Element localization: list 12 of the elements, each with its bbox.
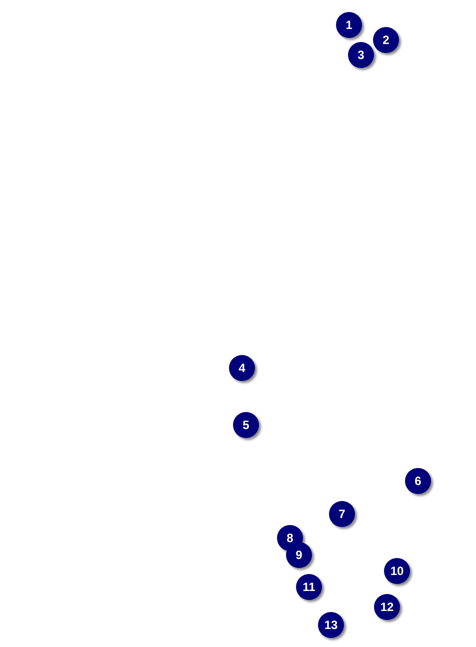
callout-number: 11 <box>296 574 322 600</box>
callout-number: 3 <box>348 42 374 68</box>
callout-number: 10 <box>384 558 410 584</box>
callout-number: 1 <box>336 12 362 38</box>
callout-number: 13 <box>318 612 344 638</box>
callout-number: 9 <box>286 542 312 568</box>
callout-number: 5 <box>233 412 259 438</box>
callout-number: 6 <box>405 468 431 494</box>
callout-number: 2 <box>373 27 399 53</box>
callout-number: 4 <box>229 355 255 381</box>
callout-number: 7 <box>329 501 355 527</box>
callout-number: 12 <box>374 594 400 620</box>
